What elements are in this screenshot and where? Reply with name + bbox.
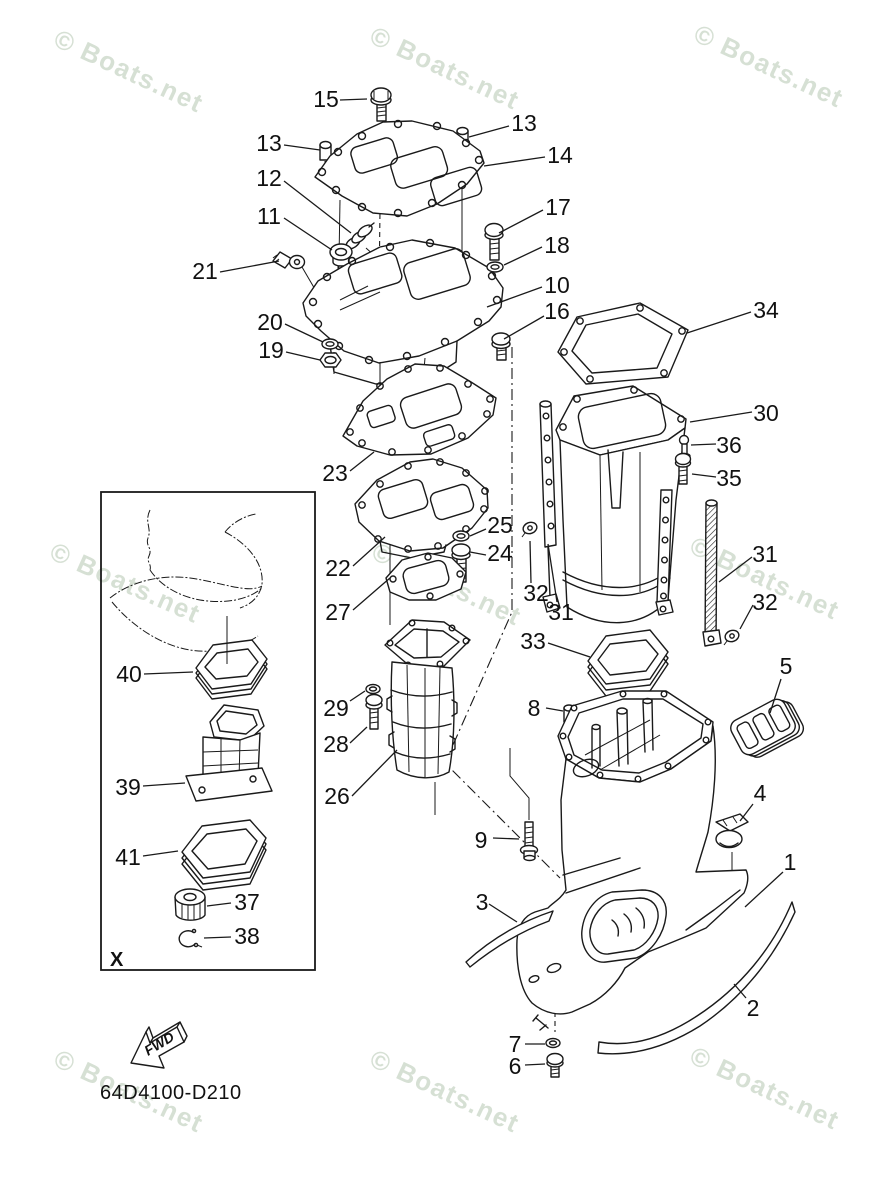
callout-9: 9 xyxy=(475,827,488,853)
watermark: © Boats.net xyxy=(365,1043,524,1138)
part-41-seal-drawing xyxy=(181,819,267,891)
callout-15: 15 xyxy=(313,86,339,112)
callout-33: 33 xyxy=(520,628,546,654)
callout-7: 7 xyxy=(509,1031,522,1057)
part-2-strip-drawing xyxy=(597,901,796,1055)
callout-18: 18 xyxy=(544,232,570,258)
part-25-washer-drawing xyxy=(452,530,470,542)
part-26-muffler-drawing xyxy=(384,619,471,779)
callout-28: 28 xyxy=(323,731,349,757)
callout-12: 12 xyxy=(256,165,282,191)
part-23-gasket-drawing xyxy=(342,363,497,456)
drawing-code: 64D4100-D210 xyxy=(100,1082,242,1104)
callout-24: 24 xyxy=(487,540,513,566)
part-13-pin-left-drawing xyxy=(319,140,332,161)
callout-26: 26 xyxy=(324,783,350,809)
part-38-circlip-drawing xyxy=(178,928,203,948)
part-16-bolt-drawing xyxy=(491,332,511,361)
callout-37: 37 xyxy=(234,889,260,915)
callout-38: 38 xyxy=(234,923,260,949)
part-5-grille-drawing xyxy=(730,698,805,758)
part-6-bolt-drawing xyxy=(546,1052,564,1078)
callout-31: 31 xyxy=(548,599,574,625)
part-34-gasket-drawing xyxy=(557,302,689,385)
callout-30: 30 xyxy=(753,400,779,426)
part-32-clip-right-drawing xyxy=(723,629,740,646)
callout-1: 1 xyxy=(784,849,797,875)
part-17-bolt-drawing xyxy=(484,222,504,261)
callout-2: 2 xyxy=(747,995,760,1021)
part-28-bolt-drawing xyxy=(365,693,383,730)
callout-13: 13 xyxy=(256,130,282,156)
part-1-lower-casing-drawing xyxy=(516,690,749,1031)
callout-16: 16 xyxy=(544,298,570,324)
part-21-fitting-drawing xyxy=(272,251,306,270)
callout-14: 14 xyxy=(547,142,573,168)
part-30-upper-casing-drawing xyxy=(555,385,687,624)
callout-6: 6 xyxy=(509,1053,522,1079)
callout-41: 41 xyxy=(115,844,141,870)
tube-seal-rail xyxy=(655,489,674,616)
callout-13: 13 xyxy=(511,110,537,136)
part-3-strip-drawing xyxy=(465,910,554,968)
callout-numbers: 15 13 12 11 21 13 14 17 18 10 16 20 19 3… xyxy=(115,86,796,1079)
part-37-grommet-drawing xyxy=(174,888,206,921)
watermark: © Boats.net xyxy=(46,536,206,629)
part-35-bolt-drawing xyxy=(674,452,692,485)
callout-36: 36 xyxy=(716,432,742,458)
part-20-washer-drawing xyxy=(321,338,339,350)
callout-39: 39 xyxy=(115,774,141,800)
part-39-muffler-detail-drawing xyxy=(185,704,273,802)
leader-lines xyxy=(142,98,784,1066)
part-22-muffler-assy-drawing xyxy=(354,458,489,559)
part-4-clamp-drawing xyxy=(715,813,749,849)
part-32-clip-left-drawing xyxy=(521,521,538,538)
part-12-anode-drawing xyxy=(345,222,375,250)
callout-23: 23 xyxy=(322,460,348,486)
callout-21: 21 xyxy=(192,258,218,284)
callout-31: 31 xyxy=(752,541,778,567)
callout-35: 35 xyxy=(716,465,742,491)
inset-label: X xyxy=(110,949,124,971)
callout-40: 40 xyxy=(116,661,142,687)
part-40-seal-drawing xyxy=(195,639,268,700)
callout-22: 22 xyxy=(325,555,351,581)
callout-32: 32 xyxy=(752,589,778,615)
part-14-gasket-drawing xyxy=(314,119,485,218)
part-15-bolt-drawing xyxy=(370,87,392,122)
watermark: © Boats.net xyxy=(685,1040,844,1135)
callout-10: 10 xyxy=(544,272,570,298)
callout-4: 4 xyxy=(754,780,767,806)
part-7-washer-drawing xyxy=(545,1037,561,1049)
callout-3: 3 xyxy=(476,889,489,915)
watermark: © Boats.net xyxy=(49,23,208,118)
callout-17: 17 xyxy=(545,194,571,220)
callout-5: 5 xyxy=(780,653,793,679)
fwd-arrow: FWD xyxy=(130,1021,188,1069)
callout-34: 34 xyxy=(753,297,779,323)
part-9-bolt-drawing xyxy=(519,821,539,862)
part-19-nut-drawing xyxy=(319,352,342,368)
part-31-tube-right-drawing xyxy=(702,499,722,647)
callout-25: 25 xyxy=(487,512,513,538)
callout-29: 29 xyxy=(323,695,349,721)
part-18-washer-drawing xyxy=(486,261,504,273)
watermark: © Boats.net xyxy=(689,18,848,113)
callout-20: 20 xyxy=(257,309,283,335)
callout-27: 27 xyxy=(325,599,351,625)
part-29-washer-drawing xyxy=(365,683,381,695)
callout-32: 32 xyxy=(523,580,549,606)
part-31-tube-left-drawing xyxy=(539,400,561,613)
callout-11: 11 xyxy=(257,203,281,229)
inset-box: X xyxy=(100,491,316,971)
part-27-gasket-drawing xyxy=(385,552,467,601)
part-33-seal-drawing xyxy=(587,629,669,697)
part-10-exhaust-guide-drawing xyxy=(302,238,504,385)
callout-8: 8 xyxy=(528,695,541,721)
callout-19: 19 xyxy=(258,337,284,363)
